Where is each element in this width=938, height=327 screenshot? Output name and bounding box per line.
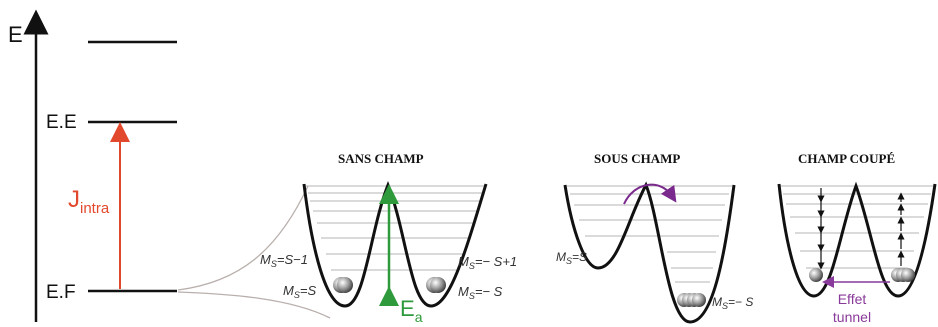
connector-curve-lower (177, 291, 331, 319)
barrier-label: Ea (400, 296, 423, 325)
ms-label-right-lower: MS=− S (458, 284, 503, 301)
ground-level-label: E.F (46, 282, 76, 303)
spin-ball-right (901, 268, 915, 282)
field-on-transfer-arrow (623, 183, 677, 205)
field-on-levels (567, 185, 732, 283)
spin-ball-left (809, 268, 823, 282)
tunnel-label-line1: Effet (838, 291, 867, 307)
ms-label-right: MS=− S (712, 295, 753, 311)
field-off-title: CHAMP COUPÉ (798, 151, 895, 166)
spin-ball-left (337, 277, 353, 293)
spin-ball-right (430, 277, 446, 293)
field-off-double-well (777, 181, 937, 298)
energy-axis-label: E (8, 22, 23, 47)
field-on-title: SOUS CHAMP (594, 151, 680, 166)
exchange-label: Jintra (68, 186, 110, 217)
energy-axis: E (8, 9, 49, 322)
excited-level-label: E.E (46, 112, 77, 133)
field-off-levels (781, 185, 933, 269)
ms-label-left: MS=S (556, 250, 587, 266)
ms-label-right-upper: MS=− S+1 (458, 254, 517, 271)
tunnel-label-line2: tunnel (833, 309, 871, 325)
connector-curve-upper (177, 185, 309, 291)
ms-label-left-upper: MS=S−1 (260, 252, 308, 269)
ms-label-left-lower: MS=S (283, 283, 316, 300)
spin-ball-cluster (692, 293, 706, 307)
no-field-title: SANS CHAMP (338, 151, 424, 166)
field-on-tilted-well (563, 181, 736, 324)
